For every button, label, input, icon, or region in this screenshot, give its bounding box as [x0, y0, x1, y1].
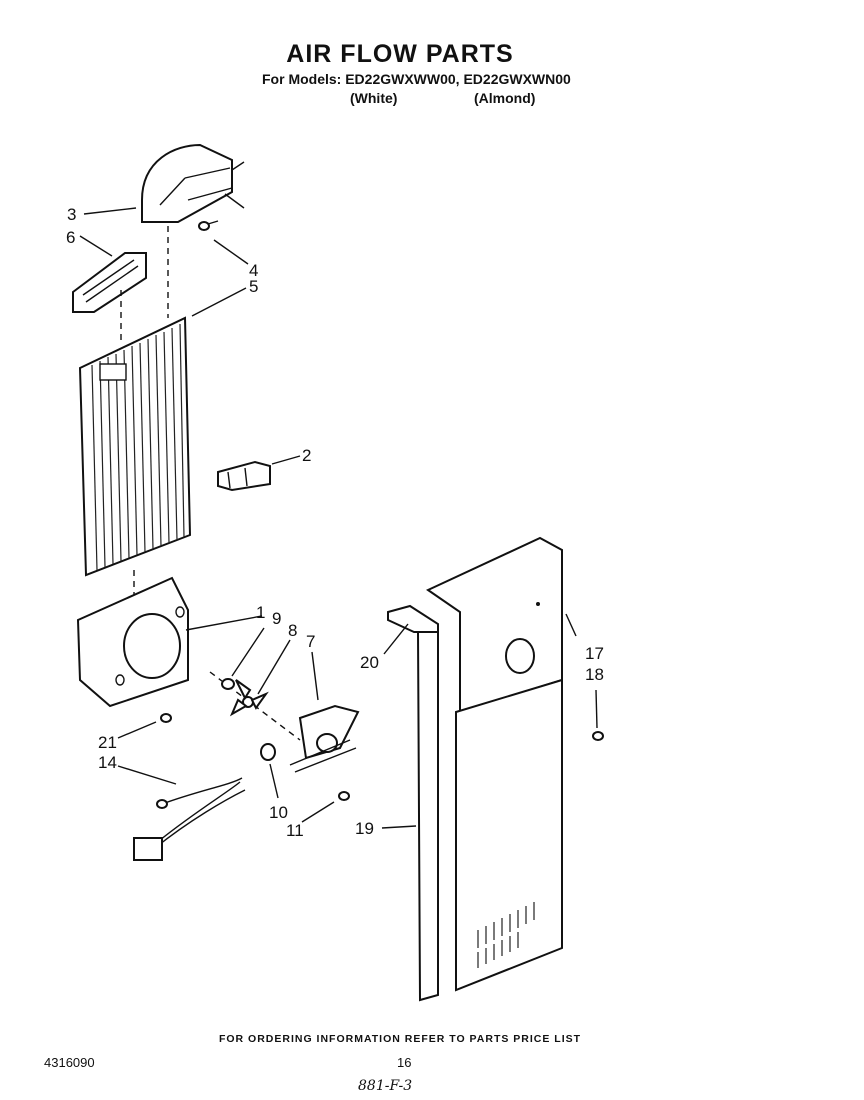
callout-10: 10 — [269, 803, 288, 822]
callout-18: 18 — [585, 665, 604, 684]
callout-1: 1 — [256, 603, 265, 622]
callout-3: 3 — [67, 205, 76, 224]
part-11-screw — [338, 791, 350, 801]
variant-almond: (Almond) — [474, 90, 536, 106]
ordering-note: FOR ORDERING INFORMATION REFER TO PARTS … — [218, 1033, 582, 1045]
page-title: AIR FLOW PARTS — [286, 40, 514, 68]
callout-11: 11 — [286, 821, 304, 840]
part-7-fan-motor — [289, 704, 360, 773]
callout-20: 20 — [360, 653, 379, 672]
callout-17: 17 — [585, 644, 604, 663]
variant-white: (White) — [350, 90, 398, 106]
part-8-fan-blade — [229, 679, 269, 717]
part-2-clip — [217, 460, 271, 492]
part-10-grommet — [260, 743, 276, 761]
part-rear-lower-panel — [455, 678, 563, 992]
part-18-screw — [592, 731, 604, 741]
handwritten-note: 881-F-3 — [358, 1078, 413, 1094]
callout-21: 21 — [98, 733, 117, 752]
callout-6: 6 — [66, 228, 75, 247]
page-number: 16 — [397, 1055, 412, 1070]
part-4-screw — [198, 220, 219, 231]
part-6-grille — [72, 252, 147, 313]
callout-19: 19 — [355, 819, 374, 838]
callout-8: 8 — [288, 621, 297, 640]
part-20-gasket — [387, 604, 439, 633]
part-9-nut — [221, 678, 235, 690]
callout-5: 5 — [249, 277, 258, 296]
callout-7: 7 — [306, 632, 315, 651]
callout-2: 2 — [302, 446, 311, 465]
callout-14: 14 — [98, 753, 117, 772]
document-number: 4316090 — [44, 1055, 95, 1070]
leader-lines — [79, 207, 598, 829]
part-21-screw — [160, 713, 172, 723]
part-14-wire-harness — [133, 777, 246, 861]
part-1-fan-shroud — [76, 576, 189, 708]
callout-9: 9 — [272, 609, 281, 628]
models-line: For Models: ED22GWXWW00, ED22GWXWN00 — [262, 71, 571, 87]
part-5-evaporator-cover — [78, 316, 192, 577]
part-3-duct-cover — [141, 143, 245, 223]
callout-4: 4 — [249, 261, 258, 280]
part-19-liner-strip — [416, 631, 439, 1002]
